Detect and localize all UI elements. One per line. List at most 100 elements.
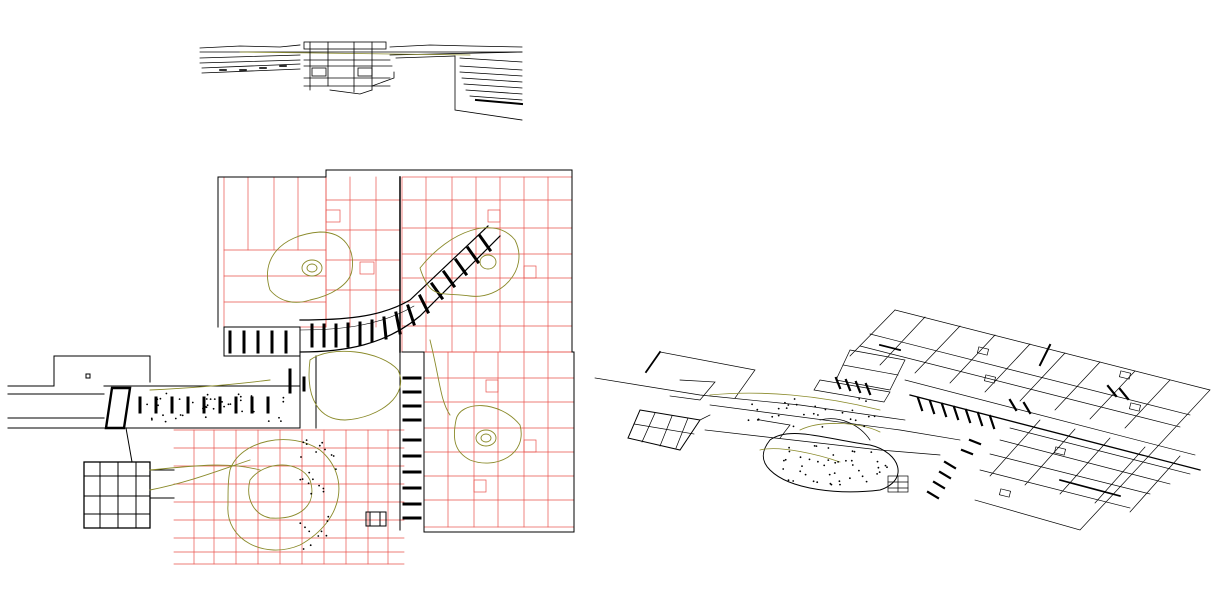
- contour-lines: [149, 227, 522, 551]
- ground-dot: [267, 420, 270, 422]
- ground-dot: [777, 407, 780, 410]
- ground-dot: [845, 459, 847, 462]
- ground-dot: [229, 403, 232, 405]
- ground-dot: [202, 407, 204, 410]
- ground-dot: [777, 414, 780, 417]
- ground-dot: [317, 535, 320, 537]
- ground-dots: [146, 392, 888, 550]
- ground-dot: [788, 450, 791, 453]
- ground-dot: [799, 470, 802, 473]
- ground-dot: [782, 468, 785, 470]
- ground-dot: [315, 451, 317, 453]
- ground-dot: [309, 544, 312, 547]
- ground-dot: [832, 454, 835, 456]
- ground-dot: [853, 450, 856, 453]
- ground-dot: [876, 473, 878, 475]
- ground-dot: [833, 472, 836, 474]
- ground-dot: [817, 460, 819, 463]
- ground-dot: [299, 522, 302, 525]
- ground-dot: [813, 445, 816, 447]
- ground-dot: [299, 478, 302, 481]
- ground-dot: [278, 416, 280, 419]
- ground-dot: [792, 425, 795, 428]
- axonometric-view: [594, 309, 1211, 531]
- ground-dot: [783, 459, 785, 462]
- ground-dot: [799, 456, 802, 459]
- ground-dot: [787, 479, 790, 482]
- ground-dot: [332, 455, 335, 457]
- ground-dot: [252, 410, 255, 413]
- ground-dot: [280, 420, 282, 422]
- ground-dot: [812, 412, 815, 415]
- ground-dot: [178, 398, 181, 400]
- ground-dot: [302, 548, 305, 550]
- ground-dot: [827, 447, 830, 449]
- ground-dot: [156, 398, 159, 401]
- ground-dot: [823, 464, 826, 467]
- ground-dot: [858, 469, 860, 472]
- ground-dot: [792, 480, 795, 482]
- ground-dot: [191, 401, 194, 404]
- ground-dot: [324, 448, 326, 451]
- ground-dot: [282, 396, 285, 399]
- ground-dot: [181, 414, 184, 417]
- ground-dot: [878, 471, 881, 473]
- ground-dot: [212, 407, 215, 410]
- ground-dot: [884, 464, 887, 467]
- ground-dot: [241, 410, 244, 413]
- ground-dot: [310, 492, 313, 495]
- curved-walkway: [299, 225, 501, 353]
- ground-dot: [204, 406, 207, 408]
- ground-dot: [151, 418, 153, 421]
- ground-dot: [849, 418, 852, 421]
- ground-dot: [814, 405, 817, 408]
- ground-dot: [830, 483, 833, 486]
- ground-dot: [300, 456, 302, 458]
- ground-dot: [870, 451, 873, 453]
- ground-dot: [795, 403, 798, 406]
- ground-dot: [239, 399, 242, 402]
- ground-dot: [828, 473, 831, 476]
- ground-dot: [787, 404, 790, 406]
- ground-dot: [305, 439, 308, 441]
- ground-dot: [788, 446, 790, 449]
- parking-stripes: [138, 330, 422, 520]
- ground-dot: [863, 425, 866, 428]
- ground-dot: [221, 401, 224, 403]
- ground-dot: [876, 460, 879, 463]
- ground-dot: [821, 426, 824, 428]
- ground-dot: [771, 415, 774, 418]
- walkway-stripes: [310, 233, 493, 348]
- site-plan-view: [7, 169, 575, 565]
- ground-dot: [838, 480, 841, 483]
- ground-dot: [150, 417, 153, 420]
- ground-dot: [851, 464, 854, 466]
- ground-dot: [318, 444, 321, 447]
- ground-dot: [867, 415, 870, 418]
- ground-dot: [318, 484, 320, 487]
- ground-dot: [227, 403, 230, 406]
- ground-dot: [751, 403, 753, 406]
- ground-dot: [209, 398, 212, 400]
- ground-dot: [174, 417, 177, 420]
- ground-dot: [803, 413, 805, 416]
- ground-dot: [308, 530, 311, 533]
- ground-dot: [873, 415, 876, 418]
- ground-dot: [851, 450, 854, 453]
- ground-dot: [320, 530, 323, 533]
- ground-dot: [146, 403, 149, 406]
- ground-dot: [322, 487, 325, 490]
- site-outline: [7, 169, 575, 533]
- ground-dot: [302, 441, 305, 444]
- ground-dot: [861, 475, 864, 478]
- ground-dot: [159, 397, 162, 400]
- ground-dot: [812, 480, 815, 483]
- ground-dot: [327, 515, 330, 518]
- elevation-view: [199, 41, 524, 121]
- ground-dot: [801, 465, 803, 467]
- ground-dot: [816, 481, 819, 484]
- ground-dot: [865, 400, 867, 402]
- ground-dot: [827, 459, 830, 461]
